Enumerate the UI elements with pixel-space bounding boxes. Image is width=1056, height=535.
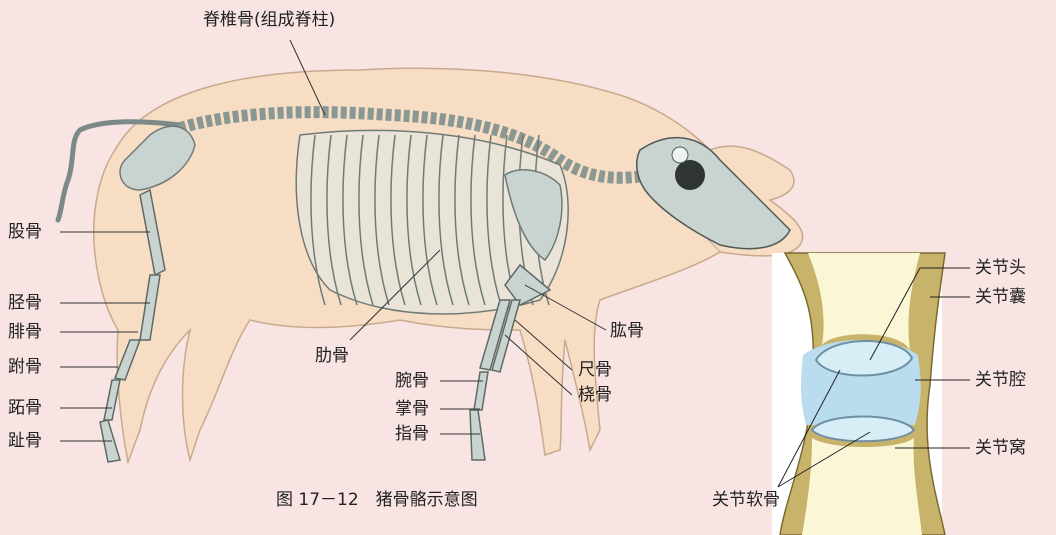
label-toe: 趾骨 [8, 431, 42, 451]
label-joint-capsule: 关节囊 [975, 287, 1026, 307]
label-finger: 指骨 [395, 424, 429, 444]
label-tarsal: 跗骨 [8, 357, 42, 377]
label-ulna: 尺骨 [578, 360, 612, 380]
lower-bone [802, 438, 922, 535]
label-joint-socket: 关节窝 [975, 438, 1026, 458]
label-articular-cartilage: 关节软骨 [712, 490, 780, 510]
label-humerus: 肱骨 [610, 321, 644, 341]
label-fibula: 腓骨 [8, 322, 42, 342]
label-metacarpal: 掌骨 [395, 399, 429, 419]
label-joint-cavity: 关节腔 [975, 370, 1026, 390]
label-joint-head: 关节头 [975, 258, 1026, 278]
label-femur: 股骨 [8, 222, 42, 242]
label-rib: 肋骨 [315, 346, 349, 366]
figure-caption: 图 17－12 猪骨骼示意图 [276, 485, 478, 510]
label-metatarsal: 跖骨 [8, 398, 42, 418]
articular-socket-cartilage [812, 417, 914, 442]
label-radius: 桡骨 [578, 385, 612, 405]
joint-diagram [772, 253, 945, 535]
label-spine: 脊椎骨(组成脊柱) [203, 10, 335, 30]
label-tibia: 胫骨 [8, 293, 42, 313]
label-carpal: 腕骨 [395, 371, 429, 391]
